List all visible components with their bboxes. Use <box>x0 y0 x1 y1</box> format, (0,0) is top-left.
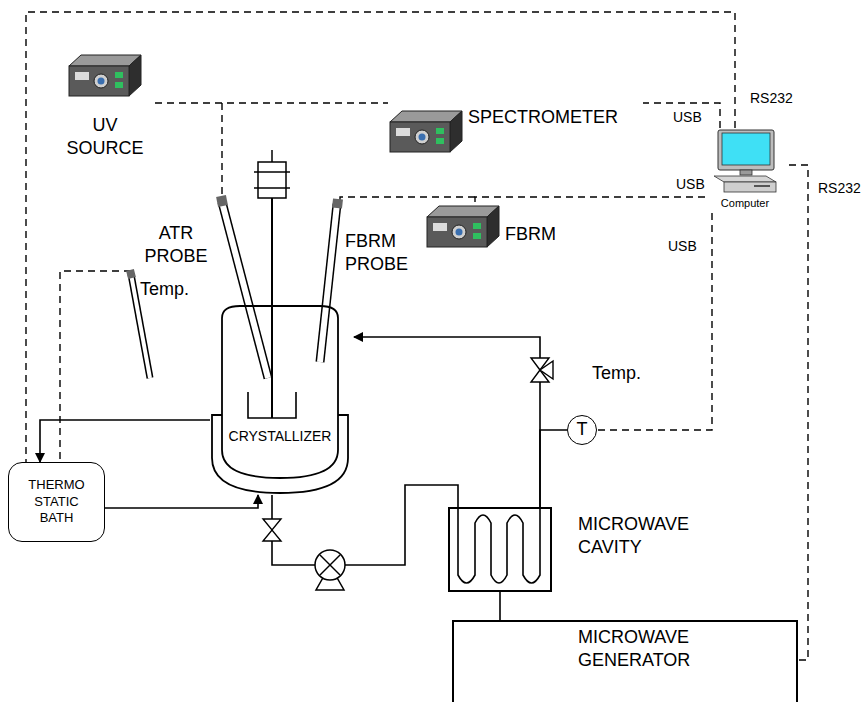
pump-symbol <box>315 550 345 590</box>
node-box: UV SOURCE <box>55 52 155 172</box>
part-label: FBRM PROBE <box>345 230 420 277</box>
pipe-line <box>40 420 210 462</box>
port-label: USB <box>666 238 699 255</box>
probes <box>130 196 338 378</box>
device-icon <box>388 108 464 156</box>
icon-holder <box>388 108 464 160</box>
node-box: T <box>567 415 597 445</box>
node-box: Computer <box>705 128 789 213</box>
signal-line <box>789 165 808 660</box>
node-label: MICROWAVE GENERATOR <box>578 626 708 673</box>
pipe-line <box>540 430 567 507</box>
pipe-line <box>272 485 458 565</box>
node-label: MICROWAVE CAVITY <box>578 513 710 560</box>
icon-holder <box>67 52 143 104</box>
coil-symbol <box>448 507 552 592</box>
node-box: CRYSTALLIZER <box>210 300 354 495</box>
part-label: ATR PROBE <box>140 222 212 269</box>
icon-holder <box>425 203 501 255</box>
node-label: UV SOURCE <box>61 114 149 161</box>
vessel-outline <box>210 300 350 495</box>
node-box: MICROWAVE GENERATOR <box>452 620 798 702</box>
device-icon <box>67 52 143 100</box>
device-icon <box>425 203 501 251</box>
node-box: SPECTROMETER <box>388 100 643 162</box>
node-label: CRYSTALLIZER <box>210 427 350 445</box>
port-label: RS232 <box>748 90 795 107</box>
node-label: Computer <box>705 196 785 210</box>
node-label: THERMO STATIC BATH <box>21 477 93 528</box>
port-label: RS232 <box>816 180 863 197</box>
part-label: Temp. <box>592 362 641 385</box>
node-box: THERMO STATIC BATH <box>8 462 105 542</box>
three-way-valve <box>531 358 553 382</box>
computer-icon <box>710 128 780 194</box>
node-box: FBRM <box>425 203 560 253</box>
stirrer <box>248 150 296 418</box>
signal-line <box>597 213 712 430</box>
icon-holder <box>710 128 780 198</box>
valve-symbol <box>263 519 281 541</box>
node-label: SPECTROMETER <box>468 106 618 129</box>
signal-line <box>475 197 705 203</box>
signal-wires <box>60 103 475 462</box>
node-box: MICROWAVE CAVITY <box>448 507 552 592</box>
pipe-line <box>354 337 540 507</box>
port-label: USB <box>671 109 704 126</box>
port-label: USB <box>674 176 707 193</box>
signal-line <box>155 102 388 103</box>
signal-line <box>26 12 735 462</box>
pipe-line <box>105 495 258 508</box>
part-label: Temp. <box>140 278 189 301</box>
pipe-line <box>499 592 501 620</box>
signal-line <box>643 103 720 128</box>
node-label: T <box>577 418 588 441</box>
node-label: FBRM <box>505 223 556 246</box>
